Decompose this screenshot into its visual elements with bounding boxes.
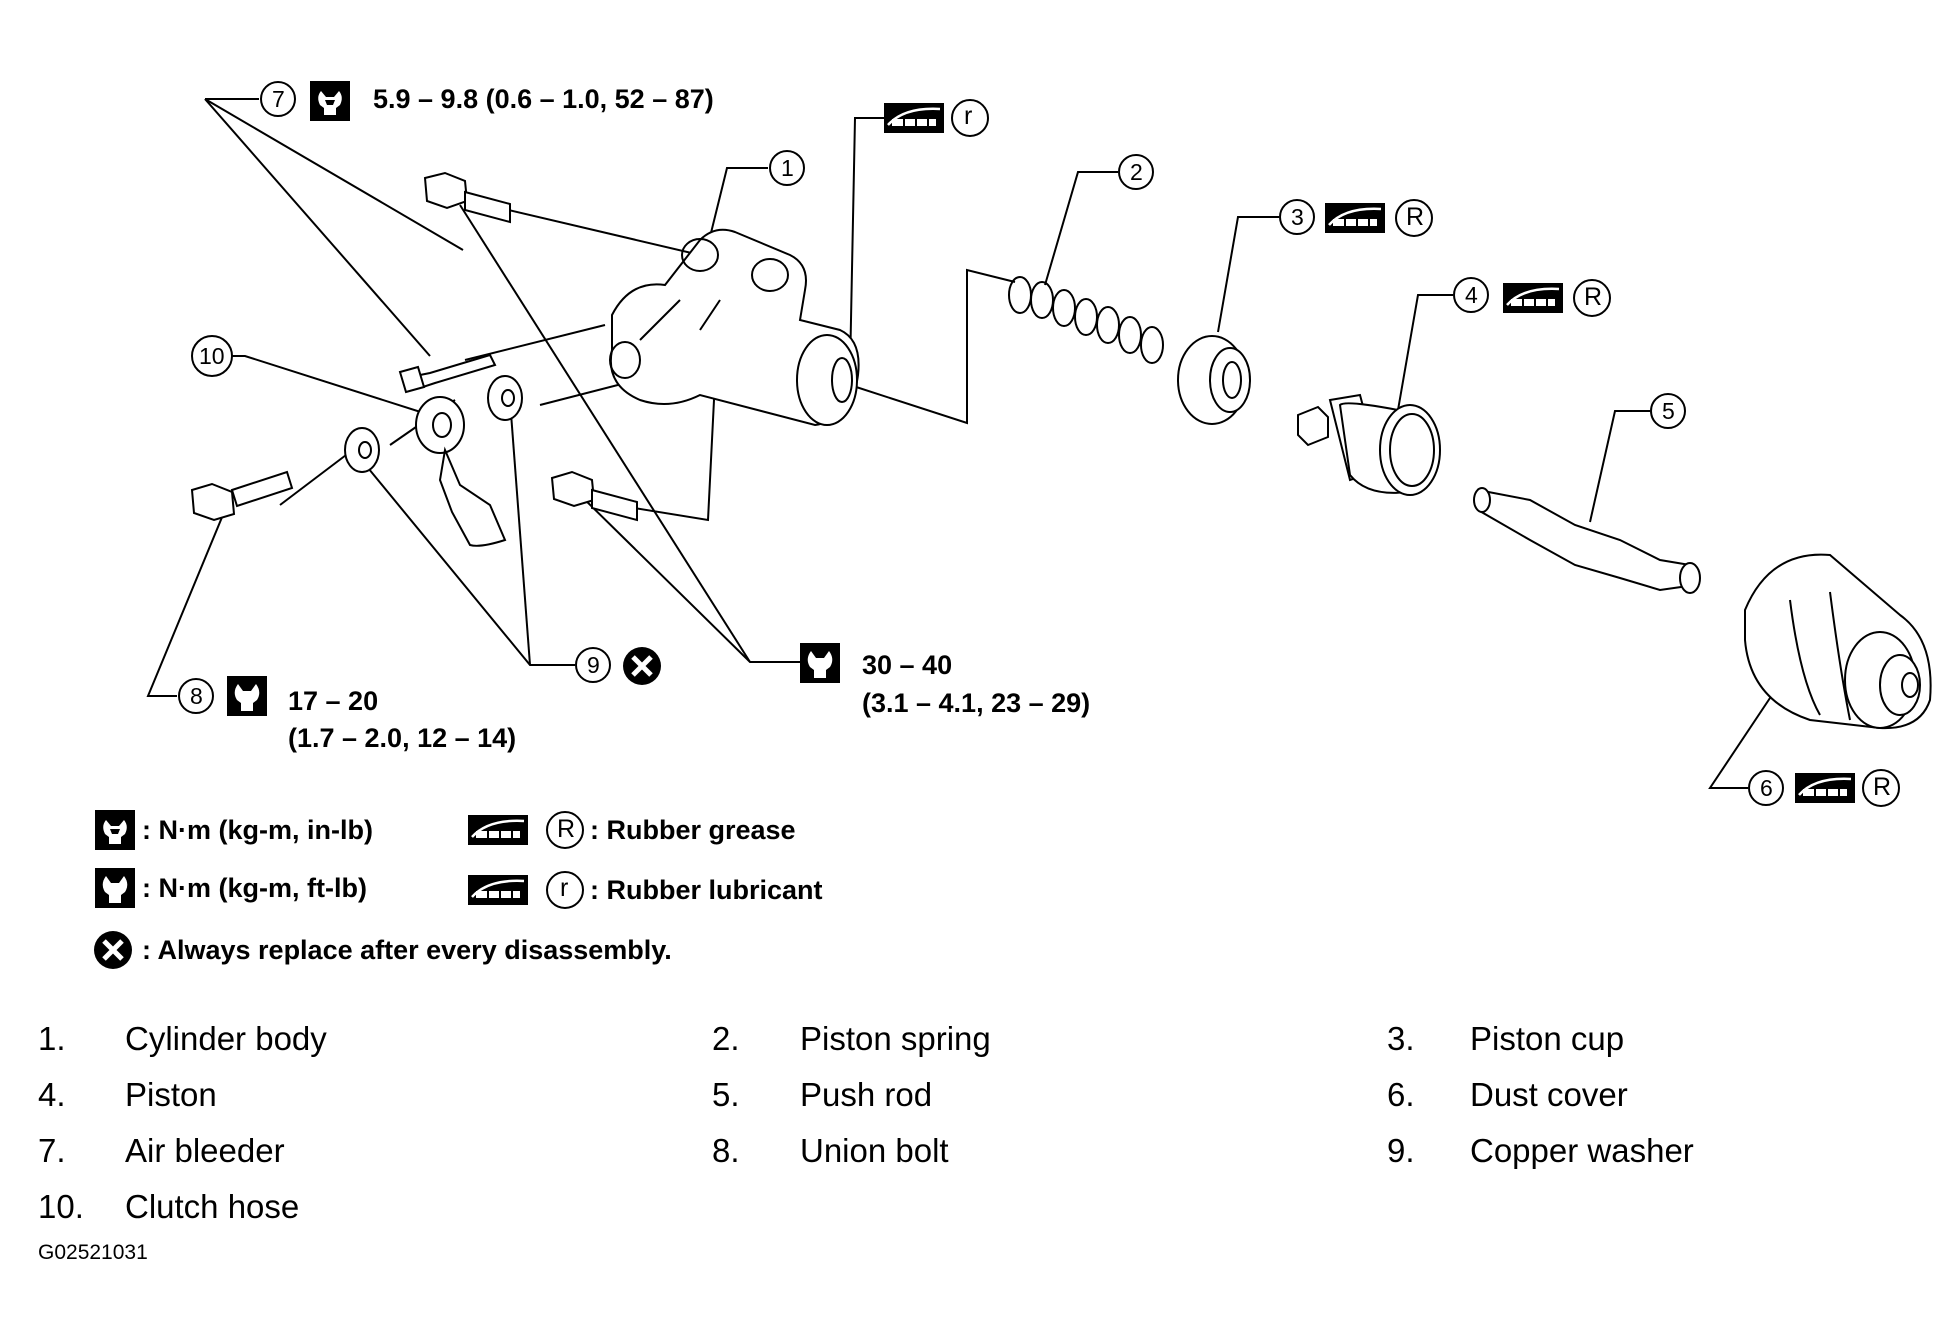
callout-6: 6	[1760, 775, 1773, 801]
part-name-4: Piston	[125, 1076, 217, 1113]
legend-rubber-lubricant: : Rubber lubricant	[590, 875, 823, 905]
grease-r-circle-3	[1395, 199, 1433, 237]
part-num-8: 8.	[712, 1132, 740, 1169]
callout-4: 4	[1465, 282, 1478, 308]
callout-7: 7	[272, 86, 285, 112]
callout-circle-4	[1453, 277, 1489, 313]
callout-circle-7	[260, 81, 296, 117]
torque-air-bleeder: 5.9 – 9.8 (0.6 – 1.0, 52 – 87)	[373, 84, 714, 114]
callout-circle-5	[1650, 393, 1686, 429]
part-num-4: 4.	[38, 1076, 66, 1113]
lubricant-r-circle-top	[951, 99, 989, 137]
callout-10: 10	[199, 343, 225, 369]
grease-icon-4	[1503, 283, 1563, 313]
torque-body-bolts-2: (3.1 – 4.1, 23 – 29)	[862, 688, 1091, 718]
callout-circle-6	[1748, 770, 1784, 806]
part-name-3: Piston cup	[1470, 1020, 1625, 1057]
callout-9: 9	[587, 652, 600, 678]
replace-icon-9	[623, 647, 661, 685]
callout-circle-1	[769, 150, 805, 186]
grease-r-circle-6	[1862, 769, 1900, 807]
legend-lubricant-r-letter: r	[560, 874, 569, 902]
torque-ft-lb-icon-8	[227, 676, 267, 716]
callout-5: 5	[1662, 398, 1675, 424]
part-num-2: 2.	[712, 1020, 740, 1057]
legend-rubber-grease: : Rubber grease	[590, 815, 796, 845]
part-name-6: Dust cover	[1470, 1076, 1628, 1113]
callout-circle-2	[1118, 154, 1154, 190]
callout-circle-8	[178, 678, 214, 714]
callout-8: 8	[190, 683, 203, 709]
part-name-7: Air bleeder	[125, 1132, 285, 1169]
legend-grease-r-circle	[546, 811, 584, 849]
part-num-9: 9.	[1387, 1132, 1415, 1169]
part-name-2: Piston spring	[800, 1020, 991, 1057]
part-name-5: Push rod	[800, 1076, 933, 1113]
part-name-8: Union bolt	[800, 1132, 949, 1169]
legend-lubricant-icon	[468, 875, 528, 905]
callout-2: 2	[1130, 159, 1143, 185]
callout-circle-3	[1279, 199, 1315, 235]
legend-grease-r-letter: R	[557, 815, 576, 843]
legend-replace-icon	[94, 931, 132, 969]
grease-r-letter-4: R	[1584, 283, 1603, 311]
legend-grease-icon	[468, 815, 528, 845]
part-num-10: 10.	[38, 1188, 84, 1225]
figure-code: G02521031	[38, 1241, 148, 1264]
grease-r-letter-6: R	[1873, 773, 1892, 801]
part-num-7: 7.	[38, 1132, 66, 1169]
torque-union-bolt-1: 17 – 20	[288, 686, 379, 716]
legend-torque-in-lb: : N·m (kg-m, in-lb)	[142, 815, 373, 845]
legend-torque-ft-lb-icon	[95, 868, 135, 908]
grease-r-letter-3: R	[1406, 203, 1425, 231]
part-name-1: Cylinder body	[125, 1020, 327, 1057]
part-num-5: 5.	[712, 1076, 740, 1113]
callout-1: 1	[781, 155, 794, 181]
grease-r-circle-4	[1573, 279, 1611, 317]
grease-icon-3	[1325, 203, 1385, 233]
grease-icon-6	[1795, 773, 1855, 803]
callout-circle-9	[575, 647, 611, 683]
legend-lubricant-r-circle	[546, 871, 584, 909]
part-num-6: 6.	[1387, 1076, 1415, 1113]
part-num-3: 3.	[1387, 1020, 1415, 1057]
torque-in-lb-icon-7	[310, 81, 350, 121]
torque-ft-lb-icon-body	[800, 643, 840, 683]
torque-union-bolt-2: (1.7 – 2.0, 12 – 14)	[288, 723, 517, 753]
legend-always-replace: : Always replace after every disassembly…	[142, 935, 672, 965]
part-name-10: Clutch hose	[125, 1188, 300, 1225]
legend-torque-ft-lb: : N·m (kg-m, ft-lb)	[142, 873, 367, 903]
callout-3: 3	[1291, 204, 1304, 230]
lubricant-icon-top	[884, 103, 944, 133]
part-name-9: Copper washer	[1470, 1132, 1694, 1169]
lubricant-r-letter-top: r	[964, 102, 973, 130]
part-num-1: 1.	[38, 1020, 66, 1057]
torque-body-bolts-1: 30 – 40	[862, 650, 953, 680]
legend-torque-in-lb-icon	[95, 810, 135, 850]
